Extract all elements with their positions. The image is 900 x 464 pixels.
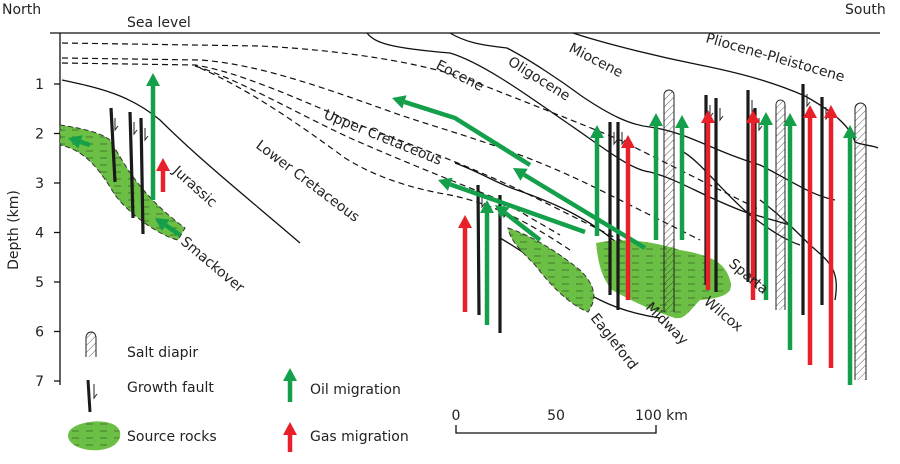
legend-gas-migration: Gas migration bbox=[310, 429, 409, 445]
label-upper-cretaceous: Upper Cretaceous bbox=[322, 107, 445, 169]
depth-tick-label: 5 bbox=[35, 275, 44, 291]
gas-migration-arrow bbox=[458, 215, 472, 312]
cretaceous-dashed-layers bbox=[61, 42, 761, 251]
oil-migration-arrow bbox=[392, 95, 532, 167]
oil-migration-icon bbox=[283, 368, 297, 402]
oil-migration-arrow bbox=[783, 113, 797, 350]
label-jurassic: Jurassic bbox=[169, 162, 220, 210]
gas-migration-arrow bbox=[824, 105, 838, 368]
fault-throw-icon bbox=[806, 94, 811, 108]
fault-throw-icon bbox=[144, 128, 149, 142]
label-smackover: Smackover bbox=[177, 234, 247, 296]
legend: Salt diapir Growth fault Source rocks Oi… bbox=[68, 331, 409, 452]
source-rock-smackover bbox=[59, 124, 186, 241]
label-wilcox: Wilcox bbox=[700, 294, 745, 335]
source-rock-icon bbox=[68, 421, 121, 451]
oil-migration-arrow bbox=[675, 115, 689, 240]
growth-fault bbox=[139, 117, 145, 235]
depth-tick-label: 2 bbox=[35, 127, 44, 143]
fault-throw-icon bbox=[93, 384, 98, 400]
gas-migration-arrow bbox=[803, 105, 817, 365]
source-rock-eagleford bbox=[507, 227, 595, 313]
oil-migration-arrow bbox=[480, 200, 494, 325]
oil-migration-arrow bbox=[649, 113, 663, 240]
label-oligocene: Oligocene bbox=[505, 54, 573, 105]
scale-tick-50: 50 bbox=[547, 408, 565, 424]
fault-throw-icon bbox=[114, 118, 119, 132]
label-eocene: Eocene bbox=[433, 57, 486, 95]
depth-tick-label: 6 bbox=[35, 325, 44, 341]
south-label: South bbox=[845, 2, 886, 18]
depth-axis: 1 2 3 4 5 6 7 Depth (km) bbox=[6, 33, 61, 390]
sea-level-label: Sea level bbox=[127, 15, 191, 31]
label-lower-cretaceous: Lower Cretaceous bbox=[253, 137, 363, 225]
gas-migration-arrow bbox=[701, 110, 715, 290]
legend-oil-migration: Oil migration bbox=[310, 382, 401, 398]
depth-tick-label: 4 bbox=[35, 226, 44, 242]
fault-throw-icon bbox=[481, 195, 486, 209]
scale-bar: 0 50 100 km bbox=[452, 408, 688, 434]
legend-salt-diapir: Salt diapir bbox=[127, 345, 198, 361]
depth-tick-label: 3 bbox=[35, 176, 44, 192]
salt-diapir bbox=[663, 89, 675, 312]
gas-migration-icon bbox=[283, 422, 297, 452]
oil-migration-arrow bbox=[495, 205, 542, 242]
oil-migration-arrow bbox=[759, 112, 773, 300]
oil-migration-arrow bbox=[155, 218, 182, 237]
label-eagleford: Eagleford bbox=[587, 311, 641, 373]
growth-fault bbox=[109, 107, 117, 183]
label-pliocene-pleistocene: Pliocene-Pleistocene bbox=[704, 30, 846, 85]
depth-tick-label: 7 bbox=[35, 374, 44, 390]
oil-migration-arrow bbox=[843, 125, 857, 385]
gas-migration-arrow bbox=[156, 158, 170, 192]
oil-migration-arrow bbox=[146, 73, 160, 200]
oil-migration-arrow bbox=[68, 135, 91, 149]
gas-migration-arrow bbox=[621, 135, 635, 300]
scale-tick-100: 100 km bbox=[635, 408, 688, 424]
legend-source-rocks: Source rocks bbox=[127, 429, 217, 445]
fault-throw-icon bbox=[719, 108, 724, 122]
growth-fault bbox=[476, 184, 481, 316]
fault-throw-icon bbox=[621, 132, 626, 146]
oil-migration-arrow bbox=[438, 177, 586, 235]
legend-growth-fault: Growth fault bbox=[127, 380, 214, 396]
fault-throw-icon bbox=[133, 122, 138, 136]
north-label: North bbox=[2, 2, 41, 18]
oil-migration-arrow bbox=[513, 168, 647, 250]
gas-migration-arrow bbox=[746, 110, 760, 300]
scale-tick-0: 0 bbox=[452, 408, 461, 424]
salt-diapir bbox=[775, 99, 786, 310]
fault-throw-icon bbox=[613, 132, 618, 146]
depth-tick-label: 1 bbox=[35, 77, 44, 93]
growth-fault bbox=[128, 111, 135, 219]
depth-axis-label: Depth (km) bbox=[6, 190, 22, 270]
growth-fault-icon bbox=[86, 379, 92, 413]
salt-diapir-icon bbox=[85, 331, 97, 357]
salt-diapir bbox=[854, 102, 867, 380]
